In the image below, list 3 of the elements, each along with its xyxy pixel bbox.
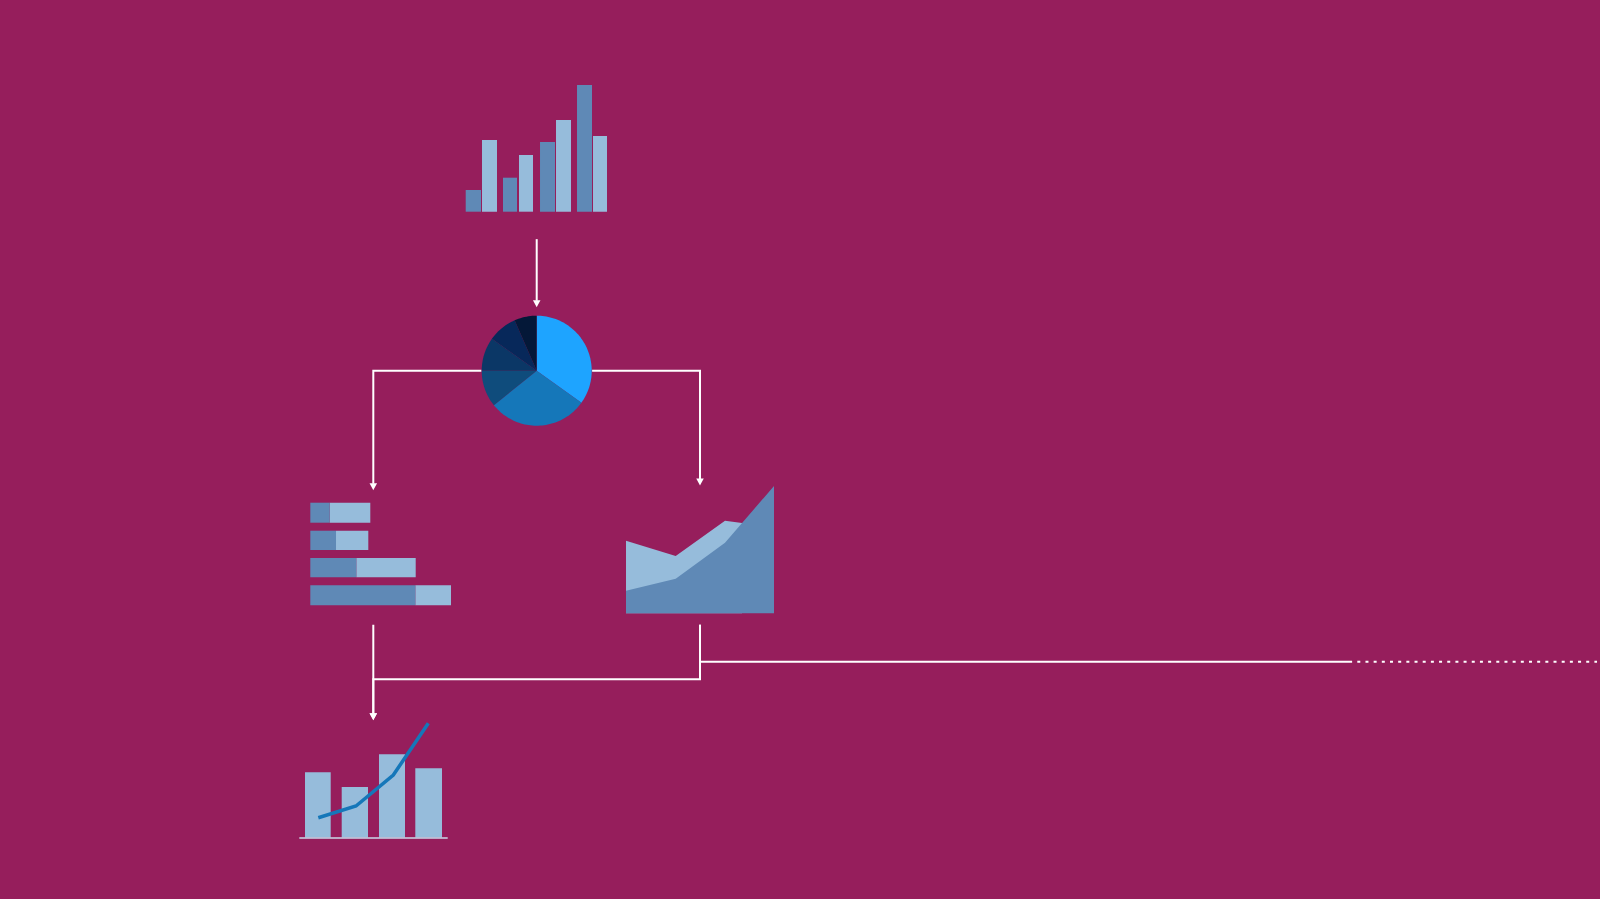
area-chart bbox=[626, 486, 774, 614]
connector-line bbox=[699, 623, 1598, 663]
pie-chart bbox=[481, 315, 592, 426]
